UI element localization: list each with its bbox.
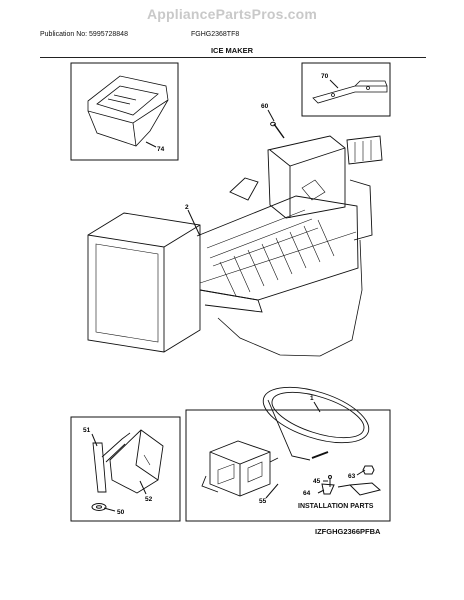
leader-51 (91, 433, 98, 447)
model-number: FGHG2368TF8 (191, 31, 240, 38)
installation-parts-label: INSTALLATION PARTS (298, 503, 374, 510)
water-valve-part[interactable] (201, 440, 279, 497)
clamp-part[interactable] (321, 483, 335, 495)
leader-63 (356, 469, 366, 476)
publication-number: Publication No: 5995728848 (40, 31, 128, 38)
installation-inset-frame (185, 409, 391, 522)
leader-70 (329, 79, 339, 89)
leader-55 (265, 483, 279, 499)
header-rule (40, 57, 426, 58)
screw-part[interactable] (270, 121, 285, 139)
heater-inset-frame (70, 416, 181, 522)
diagram-code: IZFGHG2366PFBA (315, 527, 381, 536)
callout-70: 70 (321, 73, 329, 80)
clip-bracket-part[interactable] (337, 482, 382, 496)
callout-74: 74 (157, 146, 165, 153)
leader-52 (139, 480, 147, 495)
clip-part[interactable] (92, 432, 131, 493)
callout-64: 64 (303, 490, 311, 497)
leader-60 (267, 109, 275, 122)
callout-2: 2 (185, 204, 189, 211)
ice-bin-part[interactable] (87, 75, 169, 147)
small-screw-part[interactable] (328, 475, 332, 488)
callout-1: 1 (310, 395, 314, 402)
bin-inset-frame (70, 62, 179, 161)
nut-part[interactable] (362, 465, 375, 475)
callout-52: 52 (145, 496, 153, 503)
site-watermark: AppliancePartsPros.com (146, 6, 318, 22)
callout-55: 55 (259, 498, 267, 505)
leader-2 (187, 209, 201, 237)
leader-50 (103, 507, 116, 512)
callout-63: 63 (348, 473, 356, 480)
ice-maker-assembly[interactable] (87, 135, 383, 357)
leader-74 (145, 141, 157, 148)
callout-51: 51 (83, 427, 91, 434)
section-title: ICE MAKER (210, 46, 254, 55)
grommet-part[interactable] (91, 503, 107, 511)
fill-tube-part[interactable] (257, 376, 376, 461)
heater-part[interactable] (109, 429, 164, 494)
bracket-inset-frame (301, 62, 391, 117)
callout-50: 50 (117, 509, 125, 516)
bracket-part[interactable] (312, 80, 388, 104)
callout-45: 45 (313, 478, 321, 485)
callout-60: 60 (261, 103, 269, 110)
leader-64 (317, 489, 325, 494)
